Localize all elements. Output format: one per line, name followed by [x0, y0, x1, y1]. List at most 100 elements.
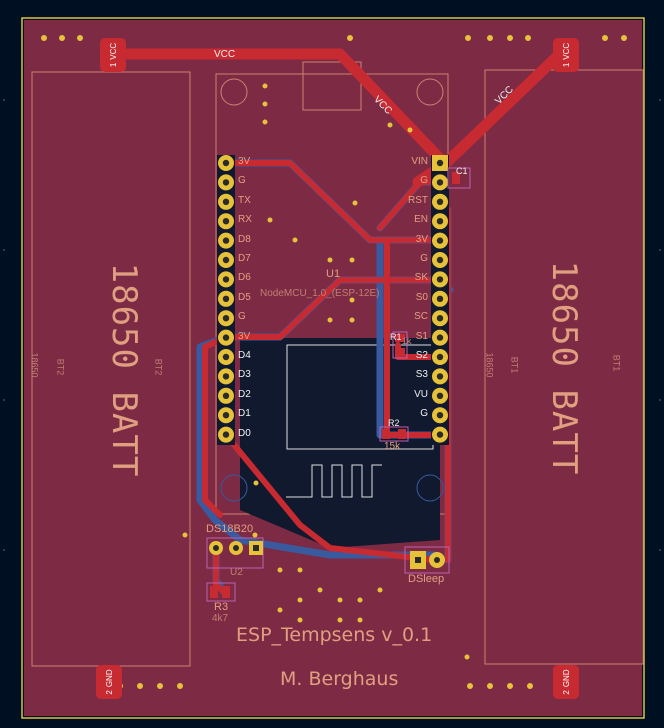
r2-footprint	[379, 426, 409, 442]
sensor-name: DS18B20	[206, 523, 254, 535]
right-header-pad	[432, 387, 448, 404]
sensor-ref: U2	[230, 567, 243, 578]
left-header-pad	[218, 155, 234, 171]
left-pin-label: 3V	[238, 156, 251, 167]
r2-ref: R2	[388, 418, 400, 428]
sensor-pads	[209, 541, 263, 555]
left-pin-label: D8	[238, 233, 251, 245]
battery-ref-bt1-fab: BT1	[509, 356, 520, 374]
vcc-net-label-1: VCC	[214, 49, 236, 60]
left-pin-label: D0	[238, 427, 251, 439]
dsleep-footprint	[404, 546, 450, 574]
r1-pad-a	[395, 334, 405, 342]
mount-hole-br	[416, 474, 444, 502]
right-pin-label: 3V	[415, 233, 428, 245]
right-pin-label: RST	[408, 194, 428, 206]
board-title: ESP_Tempsens v_0.1	[236, 624, 433, 646]
battery-ref-bt2-fab: BT2	[55, 358, 66, 376]
vias	[41, 35, 627, 689]
vcc-net-label-2: VCC	[371, 94, 394, 117]
right-header-pad	[432, 174, 448, 191]
right-pin-label: S1	[415, 330, 428, 342]
r3-value: 4k7	[212, 613, 229, 624]
left-pin-label: D7	[238, 253, 251, 264]
left-pin-label: D4	[238, 350, 251, 361]
left-header-pad	[218, 174, 234, 191]
r2-value: 15k	[384, 441, 401, 452]
right-pin-label: S2	[415, 350, 428, 361]
left-header-pad	[218, 290, 234, 307]
right-header-pad	[432, 407, 448, 424]
r1-ref: R1	[390, 332, 402, 342]
left-header-pad	[218, 407, 234, 424]
right-header-pad	[432, 252, 448, 268]
mount-hole-bl	[220, 474, 248, 502]
left-header-pad	[218, 310, 234, 327]
left-pin-label: D5	[238, 291, 251, 303]
right-pin-label: VIN	[411, 156, 428, 167]
right-pin-label: VU	[414, 388, 428, 400]
left-header-pad	[218, 252, 234, 268]
bt1-pad-neg	[553, 665, 579, 699]
left-pin-label: D6	[238, 272, 251, 284]
vcc-net-label-3: VCC	[493, 84, 516, 107]
battery-fab-bt2: 18650	[29, 352, 40, 378]
left-header-pad	[218, 387, 234, 404]
r3-pad-b	[222, 586, 230, 598]
right-header-pad	[432, 155, 448, 171]
right-header-pad	[432, 213, 448, 230]
c1-ref: C1	[456, 166, 468, 176]
dsleep-label: DSleep	[408, 573, 445, 585]
left-header-pad	[218, 426, 234, 443]
right-pin-label: EN	[414, 214, 428, 226]
r1-value: 1k	[402, 336, 412, 346]
c1-footprint	[447, 167, 471, 189]
mount-hole-tr	[416, 78, 444, 106]
module-right-header	[432, 155, 448, 443]
bt1-pad-pos	[553, 38, 579, 72]
r2-pad-b	[398, 429, 406, 439]
mount-hole-tl	[220, 78, 248, 106]
right-pin-label: S3	[415, 369, 428, 381]
r3-pad-a	[210, 586, 218, 598]
antenna-pattern	[286, 464, 382, 498]
left-header-pad	[218, 349, 234, 365]
grid-dots	[3, 99, 661, 551]
r1-footprint	[392, 331, 408, 359]
left-header-pad	[218, 329, 234, 346]
module-name: NodeMCU_1.0_(ESP-12E)	[260, 288, 380, 299]
battery-ref-bt2: BT2	[153, 358, 164, 376]
right-pin-label: S0	[415, 291, 428, 303]
left-pin-label: G	[238, 311, 246, 323]
right-header-pad	[432, 426, 448, 443]
left-header-pad	[218, 232, 234, 249]
left-pin-label: TX	[238, 194, 251, 206]
dsleep-pads	[410, 551, 445, 569]
left-header-pad	[218, 213, 234, 230]
bt2-pad-neg	[96, 665, 122, 699]
right-header-pad	[432, 349, 448, 365]
r3-ref: R3	[214, 601, 229, 613]
left-pin-label: G	[238, 175, 246, 187]
left-pin-label: D2	[238, 388, 251, 400]
r2-pad-a	[382, 429, 390, 439]
left-pin-label: 3V	[238, 330, 251, 342]
module-ref: U1	[326, 268, 341, 280]
right-pin-label: SK	[414, 272, 428, 284]
r3-footprint	[206, 582, 236, 602]
right-header-pad	[432, 329, 448, 346]
left-header-pad	[218, 193, 234, 210]
right-header-pad	[432, 310, 448, 327]
right-header-pad	[432, 232, 448, 249]
battery-label-bt1: 18650 BATT	[544, 260, 584, 476]
right-pin-label: G	[420, 408, 428, 420]
left-pin-label: D3	[238, 369, 251, 381]
left-header-pad	[218, 368, 234, 385]
bt2-pad-pos	[100, 38, 126, 72]
right-pin-label: G	[420, 253, 428, 264]
